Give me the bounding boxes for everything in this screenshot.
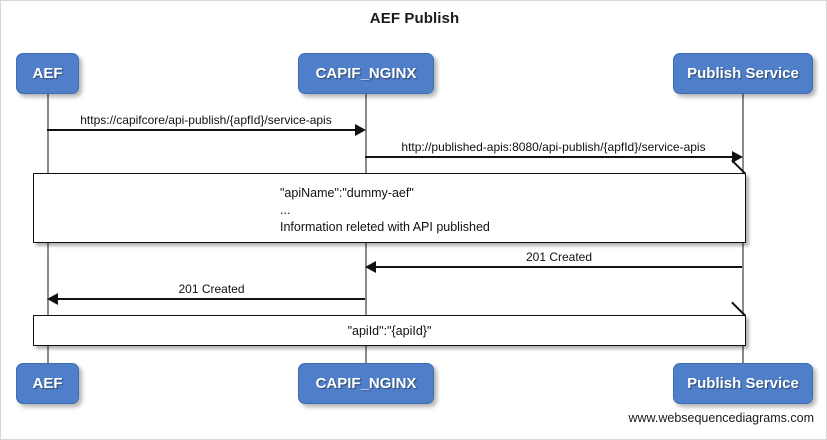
actor-aef-top[interactable]: AEF bbox=[16, 53, 79, 94]
actor-publish-service-top[interactable]: Publish Service bbox=[673, 53, 813, 94]
message-2-arrow bbox=[365, 156, 732, 158]
note-response-payload: "apiId":"{apiId}" bbox=[33, 301, 746, 346]
actor-capif-nginx-top-label: CAPIF_NGINX bbox=[315, 65, 417, 82]
message-1-arrow bbox=[47, 129, 355, 131]
message-1-arrowhead bbox=[355, 124, 366, 136]
message-3-arrow bbox=[376, 266, 742, 268]
actor-publish-service-bottom-label: Publish Service bbox=[687, 375, 799, 392]
page-title: AEF Publish bbox=[369, 10, 460, 27]
actor-aef-top-label: AEF bbox=[32, 65, 63, 82]
message-3-arrowhead bbox=[365, 261, 376, 273]
note-request-payload: "apiName":"dummy-aef" ... Information re… bbox=[33, 159, 746, 243]
actor-capif-nginx-bottom-label: CAPIF_NGINX bbox=[315, 375, 417, 392]
message-2-label: http://published-apis:8080/api-publish/{… bbox=[401, 140, 706, 154]
footer-watermark: www.websequencediagrams.com bbox=[628, 411, 814, 425]
actor-publish-service-top-label: Publish Service bbox=[687, 65, 799, 82]
note-request-payload-text: "apiName":"dummy-aef" ... Information re… bbox=[280, 186, 490, 234]
actor-aef-bottom[interactable]: AEF bbox=[16, 363, 79, 404]
actor-capif-nginx-top[interactable]: CAPIF_NGINX bbox=[298, 53, 434, 94]
message-2-arrowhead bbox=[732, 151, 743, 163]
message-3-label: 201 Created bbox=[525, 250, 593, 264]
actor-capif-nginx-bottom[interactable]: CAPIF_NGINX bbox=[298, 363, 434, 404]
message-4-label: 201 Created bbox=[178, 282, 245, 296]
message-4-arrow bbox=[58, 298, 365, 300]
note-response-payload-text: "apiId":"{apiId}" bbox=[347, 324, 432, 338]
message-4-arrowhead bbox=[47, 293, 58, 305]
actor-publish-service-bottom[interactable]: Publish Service bbox=[673, 363, 813, 404]
actor-aef-bottom-label: AEF bbox=[32, 375, 63, 392]
message-1-label: https://capifcore/api-publish/{apfId}/se… bbox=[80, 113, 332, 127]
